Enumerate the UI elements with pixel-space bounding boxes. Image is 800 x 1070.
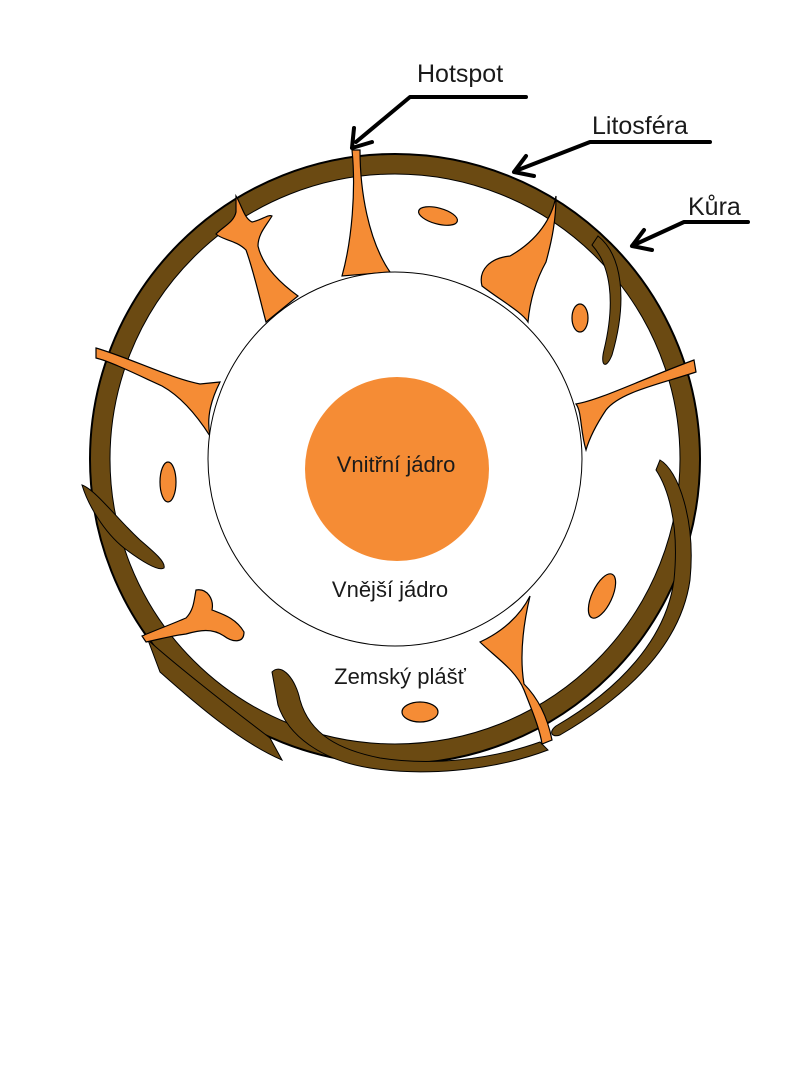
crust-slab-right-lower bbox=[551, 459, 692, 737]
plume-right bbox=[574, 359, 697, 453]
magma-blob-left bbox=[159, 461, 177, 503]
litosfera-callout: Litosféra bbox=[512, 112, 712, 178]
outer-core-label: Vnější jádro bbox=[332, 577, 448, 602]
hotspot-callout: Hotspot bbox=[350, 60, 528, 150]
kura-arrow-icon bbox=[630, 228, 654, 252]
magma-blob-right bbox=[587, 573, 617, 619]
litosfera-leader-line bbox=[516, 140, 712, 172]
inner-core bbox=[305, 377, 489, 561]
crust-slab-bottom bbox=[271, 668, 549, 773]
hotspot-arrow-icon bbox=[350, 126, 374, 150]
magma-plumes bbox=[95, 149, 697, 745]
mantle-label: Zemský plášť bbox=[334, 664, 466, 689]
litosfera-arrow-icon bbox=[512, 154, 536, 178]
crust-slab-left-lower bbox=[147, 639, 284, 762]
kura-leader-line bbox=[634, 220, 750, 246]
litosfera-label: Litosféra bbox=[592, 112, 688, 140]
plume-top-right bbox=[480, 195, 557, 324]
kura-callout: Kůra bbox=[630, 193, 750, 252]
plume-top-left bbox=[215, 193, 299, 324]
plume-bottom-right bbox=[478, 595, 553, 745]
magma-blob-right-small bbox=[571, 303, 589, 333]
kura-label: Kůra bbox=[688, 193, 741, 221]
plume-bottom-left bbox=[141, 589, 245, 643]
crust-slab-right-upper bbox=[591, 235, 622, 365]
inner-core-label: Vnitřní jádro bbox=[337, 452, 456, 477]
crust-slab-left bbox=[81, 484, 165, 570]
magma-blob-bottom bbox=[401, 701, 439, 723]
magma-blob-top bbox=[417, 206, 459, 226]
hotspot-leader-line bbox=[354, 95, 528, 144]
hotspot-label: Hotspot bbox=[417, 60, 503, 88]
crust-slabs bbox=[81, 235, 692, 773]
